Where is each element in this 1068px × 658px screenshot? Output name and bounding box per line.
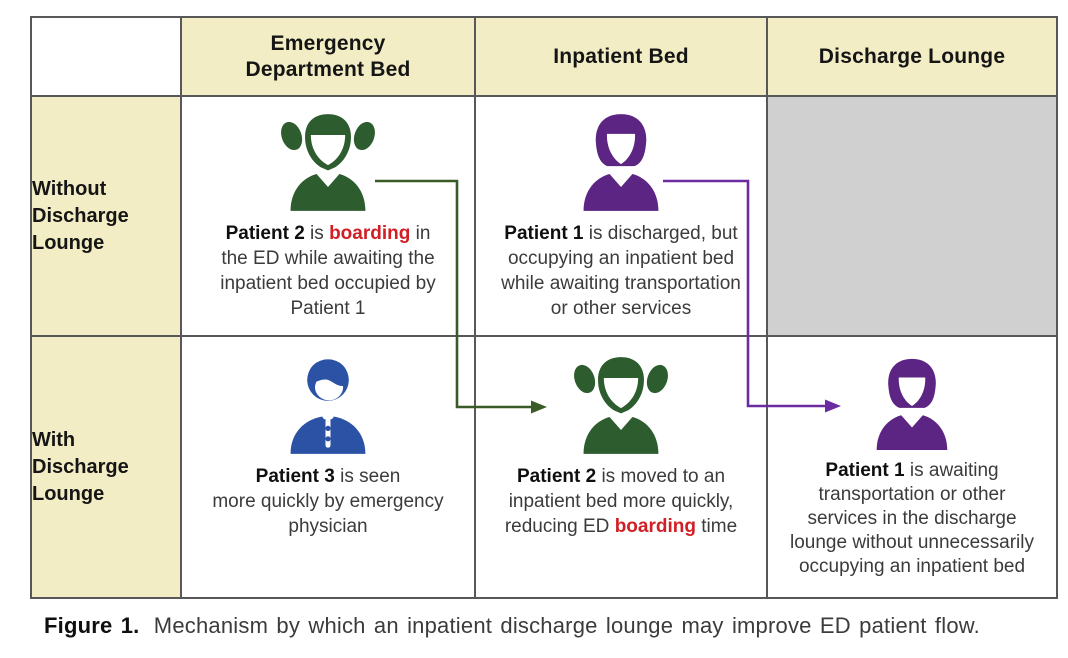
cell-without-ed-bed: Patient 2 is boarding in the ED while aw… <box>180 95 476 337</box>
figure-caption: Figure 1. Mechanism by which an inpatien… <box>44 613 980 638</box>
cell-with-ed-bed: Patient 3 is seen more quickly by emerge… <box>180 335 476 599</box>
cell-text-patient2-moved: Patient 2 is moved to an inpatient bed m… <box>504 466 738 537</box>
corner-spacer <box>30 16 182 97</box>
row-with-discharge-lounge: With Discharge Lounge Patient 3 is seen … <box>30 335 1058 599</box>
cell-text-patient1-discharged: Patient 1 is discharged, but occupying a… <box>501 223 741 319</box>
row-header-with-lounge: With Discharge Lounge <box>30 335 182 599</box>
cell-with-discharge-lounge: Patient 1 is awaiting transportation or … <box>766 335 1058 599</box>
patient-woman-bob-icon <box>876 358 948 451</box>
cell-text-patient3-seen: Patient 3 is seen more quickly by emerge… <box>212 466 444 537</box>
row-header-without-lounge: Without Discharge Lounge <box>30 95 182 337</box>
row-without-discharge-lounge: Without Discharge Lounge Patient 2 is bo… <box>30 95 1058 337</box>
patient-girl-pigtails-icon <box>277 114 379 211</box>
column-header-inpatient-bed: Inpatient Bed <box>474 16 768 97</box>
patient-flow-table: Emergency Department Bed Inpatient Bed D… <box>30 16 1058 599</box>
column-header-ed-bed: Emergency Department Bed <box>180 16 476 97</box>
cell-without-discharge-lounge-empty <box>766 95 1058 337</box>
cell-without-inpatient-bed: Patient 1 is discharged, but occupying a… <box>474 95 768 337</box>
header-row: Emergency Department Bed Inpatient Bed D… <box>30 16 1058 97</box>
patient-woman-bob-icon <box>583 114 659 211</box>
patient-girl-pigtails-icon <box>570 357 672 454</box>
cell-text-patient1-awaiting: Patient 1 is awaiting transportation or … <box>790 460 1034 577</box>
cell-with-inpatient-bed: Patient 2 is moved to an inpatient bed m… <box>474 335 768 599</box>
column-header-discharge-lounge: Discharge Lounge <box>766 16 1058 97</box>
patient-short-hair-icon <box>290 359 366 454</box>
cell-text-patient2-boarding: Patient 2 is boarding in the ED while aw… <box>220 223 436 319</box>
